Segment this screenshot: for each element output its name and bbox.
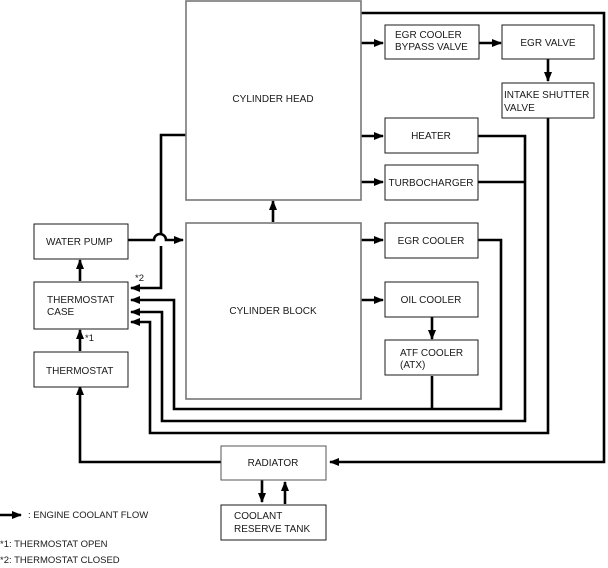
thermostat-case: THERMOSTAT CASE (33, 281, 129, 330)
heater: HEATER (384, 117, 479, 154)
radiator: RADIATOR (220, 445, 327, 481)
turbocharger-label: TURBOCHARGER (388, 178, 473, 189)
marker-thermostat-closed: *2 (135, 273, 144, 284)
flow-waterpump-to-block (128, 232, 184, 244)
egr-bypass-label-1: EGR COOLER (395, 30, 462, 41)
thermostat-case-label-2: CASE (47, 307, 75, 318)
legend: : ENGINE COOLANT FLOW *1: THERMOSTAT OPE… (0, 510, 148, 566)
oil-cooler-label: OIL COOLER (401, 295, 462, 306)
intake-shutter-label-1: INTAKE SHUTTER (504, 90, 589, 101)
flow-head-to-thermostat-case-bypass (131, 133, 186, 288)
legend-arrow-label: : ENGINE COOLANT FLOW (28, 510, 148, 521)
flow-return-heater-turbo (130, 134, 527, 423)
flow-return-intake-shutter (130, 118, 550, 435)
flow-radiator-to-thermostat (76, 385, 221, 464)
intake-shutter-valve: INTAKE SHUTTER VALVE (501, 82, 595, 119)
atf-cooler-label-2: (ATX) (400, 360, 425, 371)
heater-label: HEATER (411, 131, 451, 142)
marker-thermostat-open: *1 (85, 333, 94, 344)
egr-cooler: EGR COOLER (384, 222, 479, 259)
coolant-reserve-tank: COOLANT RESERVE TANK (220, 504, 327, 541)
intake-shutter-label-2: VALVE (504, 103, 535, 114)
water-pump-label: WATER PUMP (46, 237, 113, 248)
egr-valve-label: EGR VALVE (520, 38, 576, 49)
cylinder-head: CYLINDER HEAD (185, 0, 362, 201)
cylinder-head-label: CYLINDER HEAD (232, 94, 313, 105)
egr-cooler-label: EGR COOLER (398, 236, 465, 247)
thermostat: THERMOSTAT (33, 351, 129, 388)
egr-cooler-bypass-valve: EGR COOLER BYPASS VALVE (384, 24, 480, 60)
flow-head-to-radiator (329, 11, 606, 466)
radiator-label: RADIATOR (248, 458, 299, 469)
atf-cooler: ATF COOLER (ATX) (384, 339, 479, 376)
atf-cooler-label-1: ATF COOLER (400, 348, 463, 359)
egr-valve: EGR VALVE (501, 24, 595, 60)
cylinder-block-label: CYLINDER BLOCK (229, 306, 317, 317)
reserve-tank-label-1: COOLANT (234, 511, 282, 522)
reserve-tank-label-2: RESERVE TANK (234, 524, 310, 535)
egr-bypass-label-2: BYPASS VALVE (395, 42, 468, 53)
turbocharger: TURBOCHARGER (384, 164, 479, 201)
legend-note-2: *2: THERMOSTAT CLOSED (0, 555, 120, 566)
water-pump: WATER PUMP (33, 223, 129, 260)
thermostat-label: THERMOSTAT (46, 366, 113, 377)
flow-return-egr-atf (130, 238, 503, 411)
flow-lines (76, 11, 606, 504)
cylinder-block: CYLINDER BLOCK (185, 222, 362, 400)
oil-cooler: OIL COOLER (384, 281, 479, 318)
legend-note-1: *1: THERMOSTAT OPEN (0, 539, 108, 550)
thermostat-case-label-1: THERMOSTAT (47, 295, 114, 306)
